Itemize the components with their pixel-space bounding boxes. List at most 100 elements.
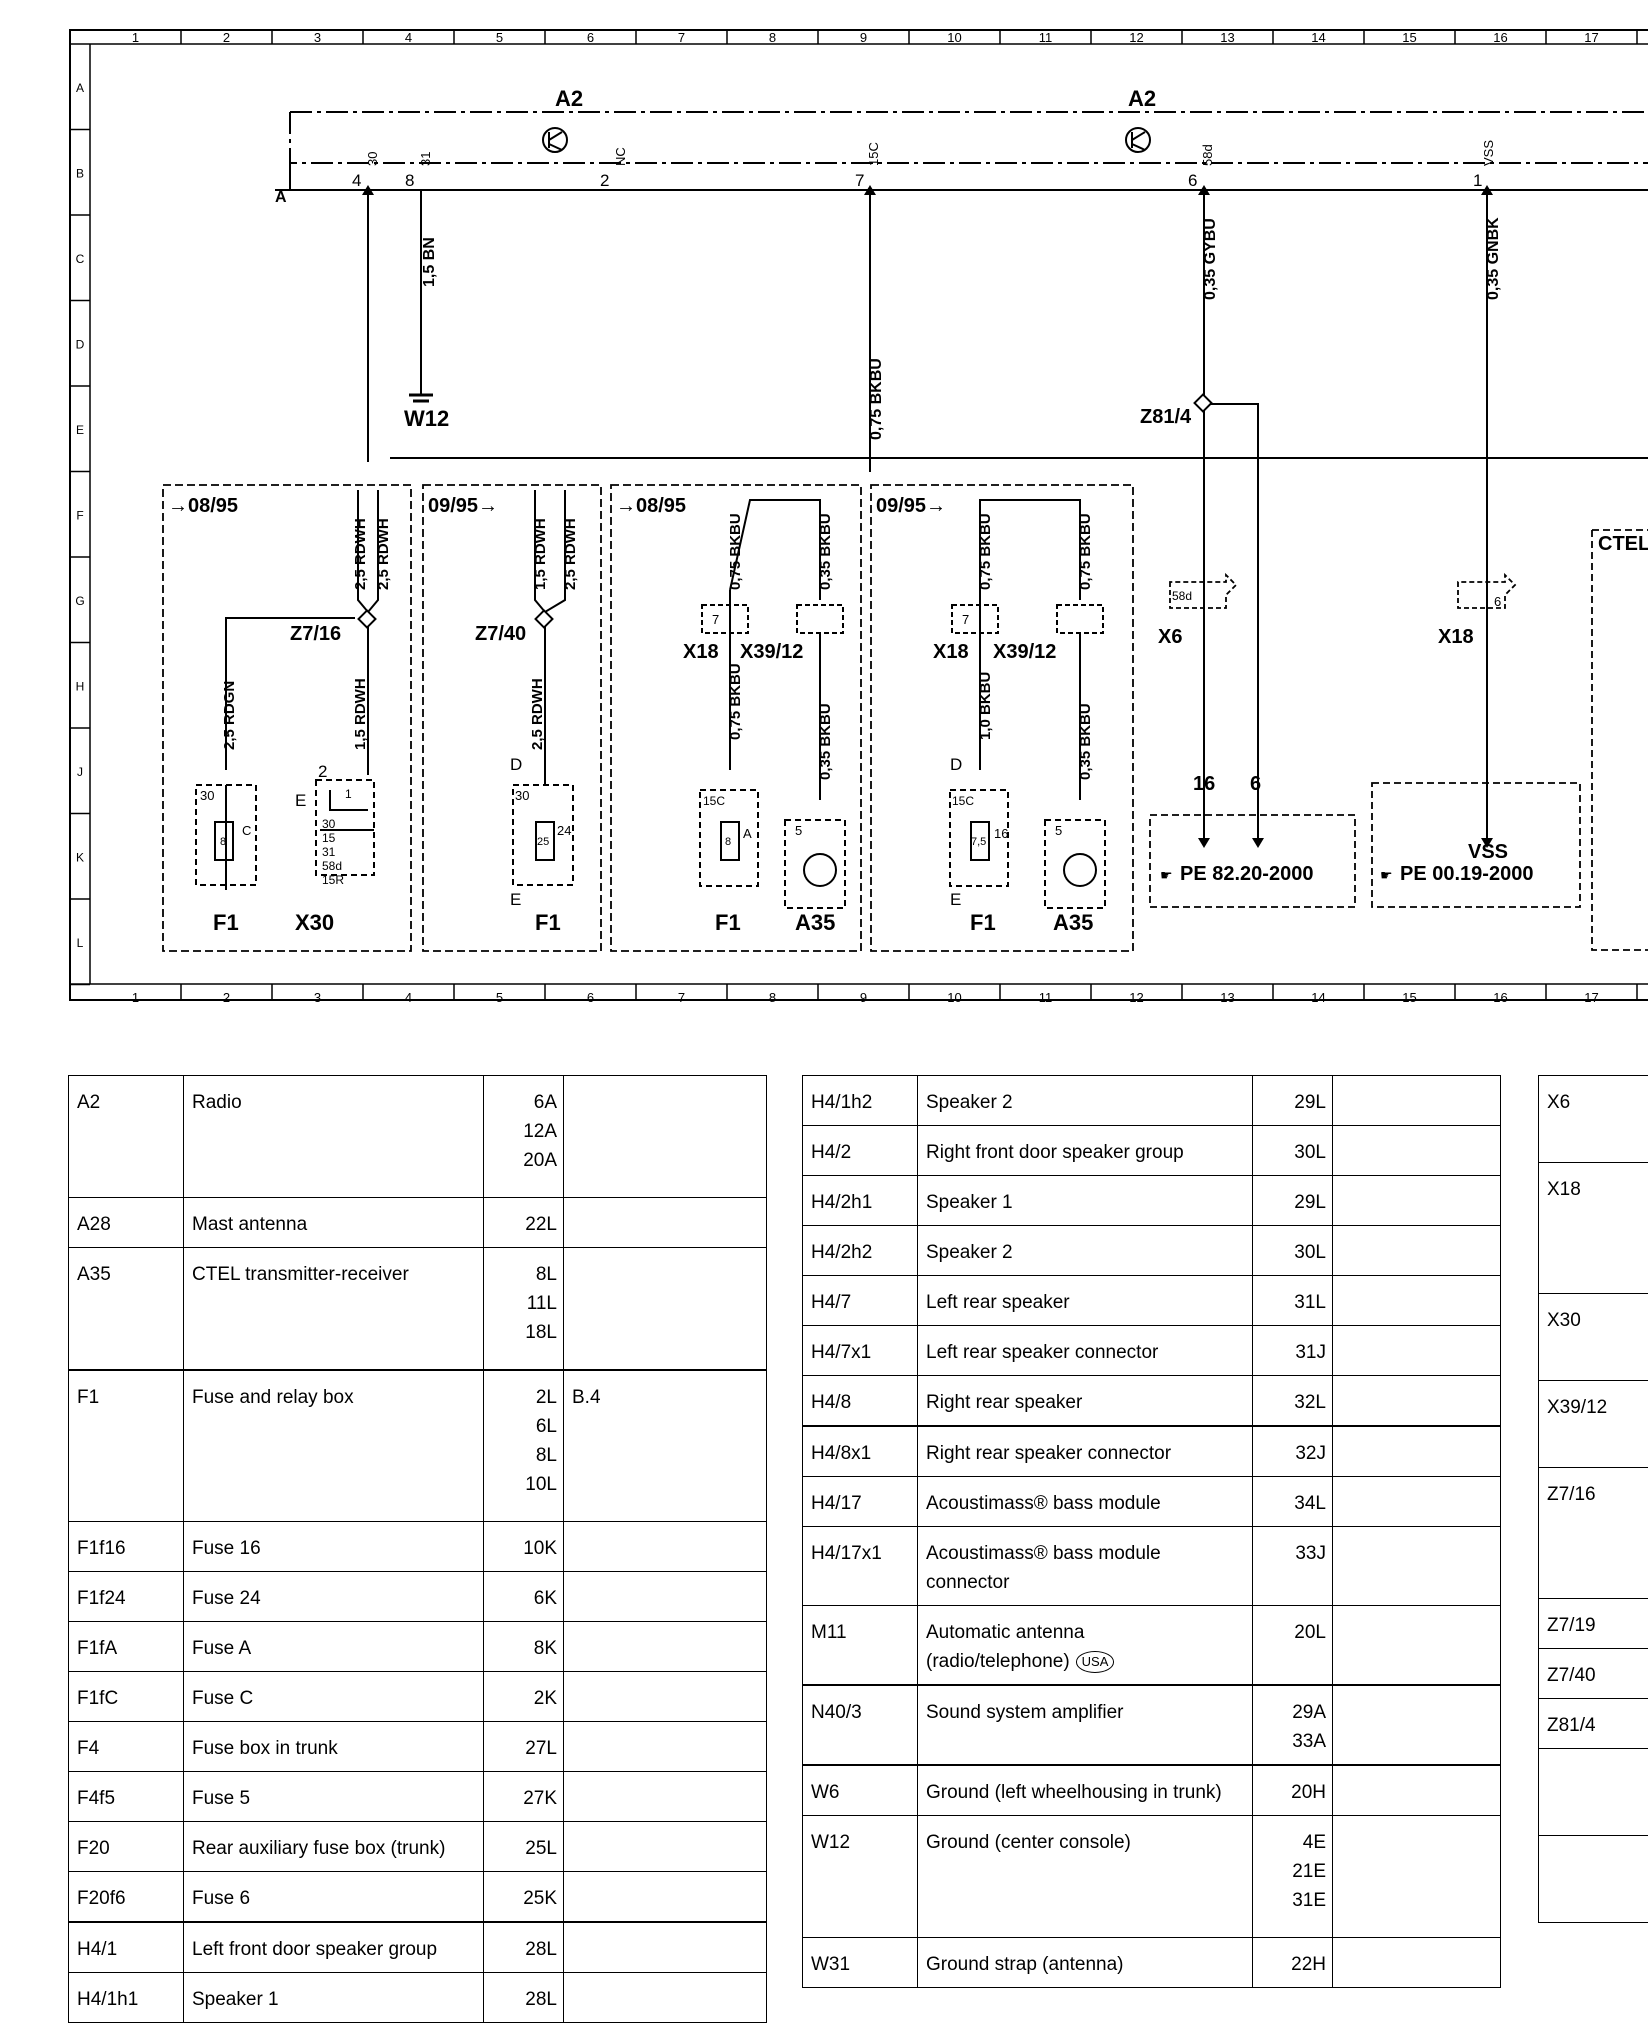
legend-description: Fuse 6 (184, 1872, 484, 1923)
fuse-letter: C (242, 823, 251, 838)
transistor-icon (1126, 128, 1150, 152)
wire-label: 0,75 BKBU (727, 663, 744, 740)
legend-location: 31L (1253, 1276, 1333, 1326)
fuse-pin: 15C (952, 794, 974, 808)
legend-description: Right rear speaker (918, 1376, 1253, 1427)
grid-col-label: 17 (1584, 30, 1598, 45)
legend-description: CTEL transmitter-receiver (184, 1248, 484, 1371)
splice-label: Z81/4 (1140, 406, 1192, 428)
legend-description: Speaker 1 (918, 1176, 1253, 1226)
wire-label: 0,75 BKBU (868, 358, 885, 440)
legend-location: 8K (484, 1622, 564, 1672)
pin-signal: 30 (365, 152, 380, 166)
legend-note (1333, 1477, 1501, 1527)
pin-letter: E (295, 791, 306, 810)
legend-location: 20L (1253, 1606, 1333, 1686)
variant-label: 09/95→ (428, 495, 498, 517)
legend-description: Rear auxiliary fuse box (trunk) (184, 1822, 484, 1872)
legend-code: Z7/16 (1539, 1468, 1648, 1599)
legend-note (1333, 1076, 1501, 1126)
grid-col-label: 5 (496, 30, 503, 45)
legend-code: H4/8x1 (803, 1426, 918, 1477)
grid-row-label: G (75, 594, 84, 608)
legend-code: H4/17 (803, 1477, 918, 1527)
pin-signal: NC (613, 147, 628, 166)
legend-note (564, 1772, 767, 1822)
fuse-number: 25 (537, 836, 549, 848)
pin-number: 6 (1188, 171, 1197, 190)
legend-row (1539, 1836, 1648, 1923)
legend-description: Ground strap (antenna) (918, 1938, 1253, 1988)
fuse-number: 8 (725, 836, 731, 848)
connector-label: X18 (933, 641, 969, 663)
legend-code: X6 (1539, 1076, 1648, 1163)
grid-row-label: L (77, 936, 84, 950)
legend-code: F1fA (69, 1622, 184, 1672)
legend-location: 34L (1253, 1477, 1333, 1527)
legend-code: W6 (803, 1765, 918, 1816)
fuse-label: F1 (970, 910, 996, 935)
grid-row-label: B (76, 166, 84, 180)
variant-label: 09/95→ (876, 495, 946, 517)
legend-code: X18 (1539, 1163, 1648, 1294)
legend-note (564, 1922, 767, 1973)
grid-col-label: 5 (496, 990, 503, 1005)
pin-signal: VSS (1481, 140, 1496, 166)
variant-label: →08/95 (616, 495, 686, 517)
legend-note (564, 1248, 767, 1371)
pin-letter: E (510, 890, 521, 909)
grid-col-label: 2 (223, 990, 230, 1005)
wire-label: 2,5 RDWH (352, 518, 369, 590)
legend-note (1333, 1938, 1501, 1988)
reference-arrow-icon: ☛ (1160, 867, 1173, 883)
grid-row-label: J (77, 765, 83, 779)
ctel-label: CTEL (1598, 533, 1648, 555)
grid-row-label: H (76, 679, 85, 693)
pin-number: 4 (352, 171, 361, 190)
legend-description: Sound system amplifier (918, 1685, 1253, 1765)
legend-row: X39/12 (1539, 1381, 1648, 1468)
wire-label: 0,75 BKBU (977, 513, 994, 590)
splice-icon (359, 611, 376, 628)
legend-location: 25K (484, 1872, 564, 1923)
grid-col-label: 17 (1584, 990, 1598, 1005)
legend-description: Speaker 2 (918, 1076, 1253, 1126)
legend-row: Z81/4 (1539, 1699, 1648, 1749)
pin-signal: 15C (866, 142, 881, 166)
grid-col-label: 14 (1311, 990, 1325, 1005)
legend-note (564, 1822, 767, 1872)
pin-letter: E (950, 890, 961, 909)
legend-description: Fuse 5 (184, 1772, 484, 1822)
grid-row-label: F (76, 508, 83, 522)
legend-location: 2K (484, 1672, 564, 1722)
legend-location: 32L (1253, 1376, 1333, 1427)
grid-col-label: 2 (223, 30, 230, 45)
wire-label: 2,5 RDWH (375, 518, 392, 590)
legend-code: N40/3 (803, 1685, 918, 1765)
grid-col-label: 3 (314, 990, 321, 1005)
legend-note (1333, 1226, 1501, 1276)
fuse-pin: 30 (200, 788, 214, 803)
legend-code (1539, 1836, 1648, 1923)
fuse-letter: 16 (994, 826, 1008, 841)
legend-note (564, 1872, 767, 1923)
legend-code: H4/7 (803, 1276, 918, 1326)
legend-description: Speaker 1 (184, 1973, 484, 2023)
legend-code: F20f6 (69, 1872, 184, 1923)
grid-col-label: 14 (1311, 30, 1325, 45)
ref-pin: 6 (1250, 773, 1261, 795)
pin-letter: D (950, 755, 962, 774)
legend-description: Ground (left wheelhousing in trunk) (918, 1765, 1253, 1816)
radio-label-2: A2 (1128, 86, 1156, 111)
legend-code: F1f24 (69, 1572, 184, 1622)
legend-code: F4 (69, 1722, 184, 1772)
